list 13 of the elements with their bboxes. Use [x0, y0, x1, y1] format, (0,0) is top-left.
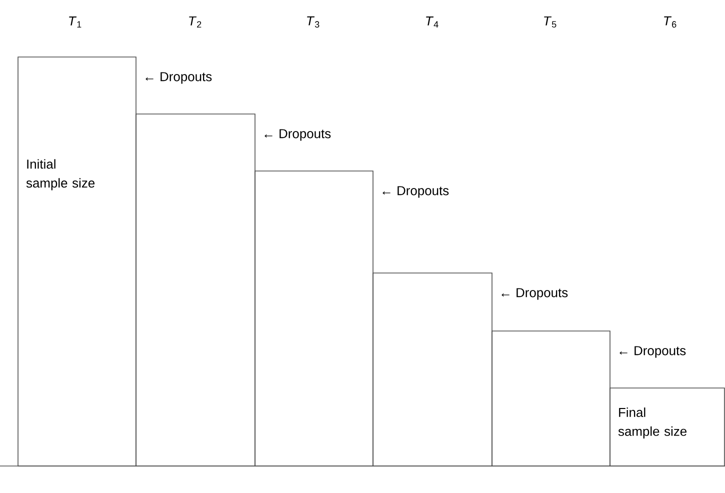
bar-label: Initial sample size: [26, 159, 95, 190]
bar: [372, 272, 492, 466]
time-label: T$_{4}$: [426, 16, 438, 28]
time-label: T$_{6}$: [664, 16, 676, 28]
dropout-label: ← Dropouts: [146, 72, 212, 84]
time-label: T$_{1}$: [69, 16, 82, 28]
bar: [136, 114, 256, 466]
time-label: T$_{2}$: [189, 16, 202, 28]
bar: [254, 170, 374, 466]
time-label: T$_{3}$: [307, 16, 320, 28]
time-label: T$_{5}$: [544, 16, 556, 28]
bar-label: Final sample size: [618, 407, 686, 438]
bar: [492, 330, 610, 466]
